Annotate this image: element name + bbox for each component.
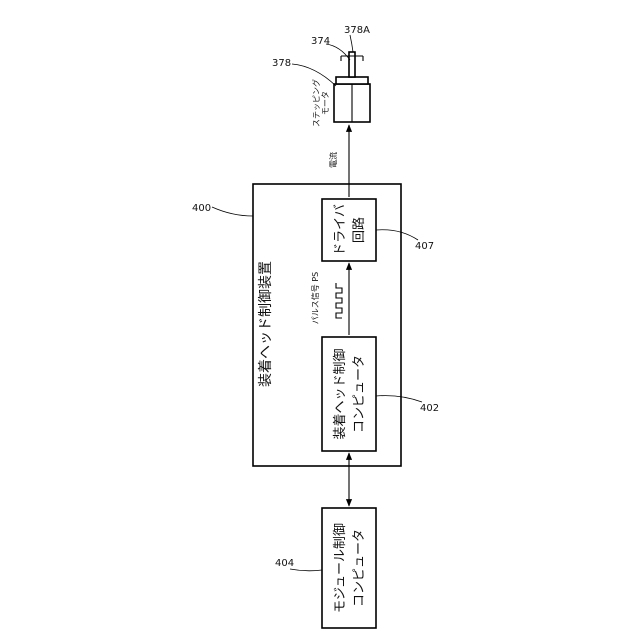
ref-400: 400 <box>192 203 211 214</box>
ref-374: 374 <box>311 36 330 47</box>
leader-378A <box>350 35 353 52</box>
head-control-computer-label-2: コンピュータ <box>352 355 367 433</box>
stepping-motor-label-2: モータ <box>321 91 330 115</box>
ref-378: 378 <box>272 58 291 69</box>
stepping-motor-flange <box>336 77 368 84</box>
head-control-computer-box <box>322 337 376 451</box>
ref-402: 402 <box>420 403 439 414</box>
ref-378A: 378A <box>344 25 370 36</box>
pulse-signal-label: パルス信号 PS <box>310 272 320 324</box>
driver-circuit-box <box>322 199 376 261</box>
stepping-motor-label-1: ステッピング <box>311 79 321 127</box>
leader-404 <box>290 569 322 571</box>
driver-circuit-label-2: 回路 <box>351 217 367 243</box>
ref-407: 407 <box>415 241 434 252</box>
ref-404: 404 <box>275 558 294 569</box>
current-label: 電流 <box>328 152 338 168</box>
leader-400 <box>212 207 253 216</box>
head-control-computer-label-1: 装着ヘッド制御 <box>332 348 348 439</box>
head-control-device-title: 装着ヘッド制御装置 <box>258 261 274 387</box>
driver-circuit-label-1: ドライバ <box>333 204 348 256</box>
module-control-computer-label-1: モジュール制御 <box>333 523 348 613</box>
module-control-computer-box <box>322 508 376 628</box>
module-control-computer-label-2: コンピュータ <box>352 529 367 607</box>
